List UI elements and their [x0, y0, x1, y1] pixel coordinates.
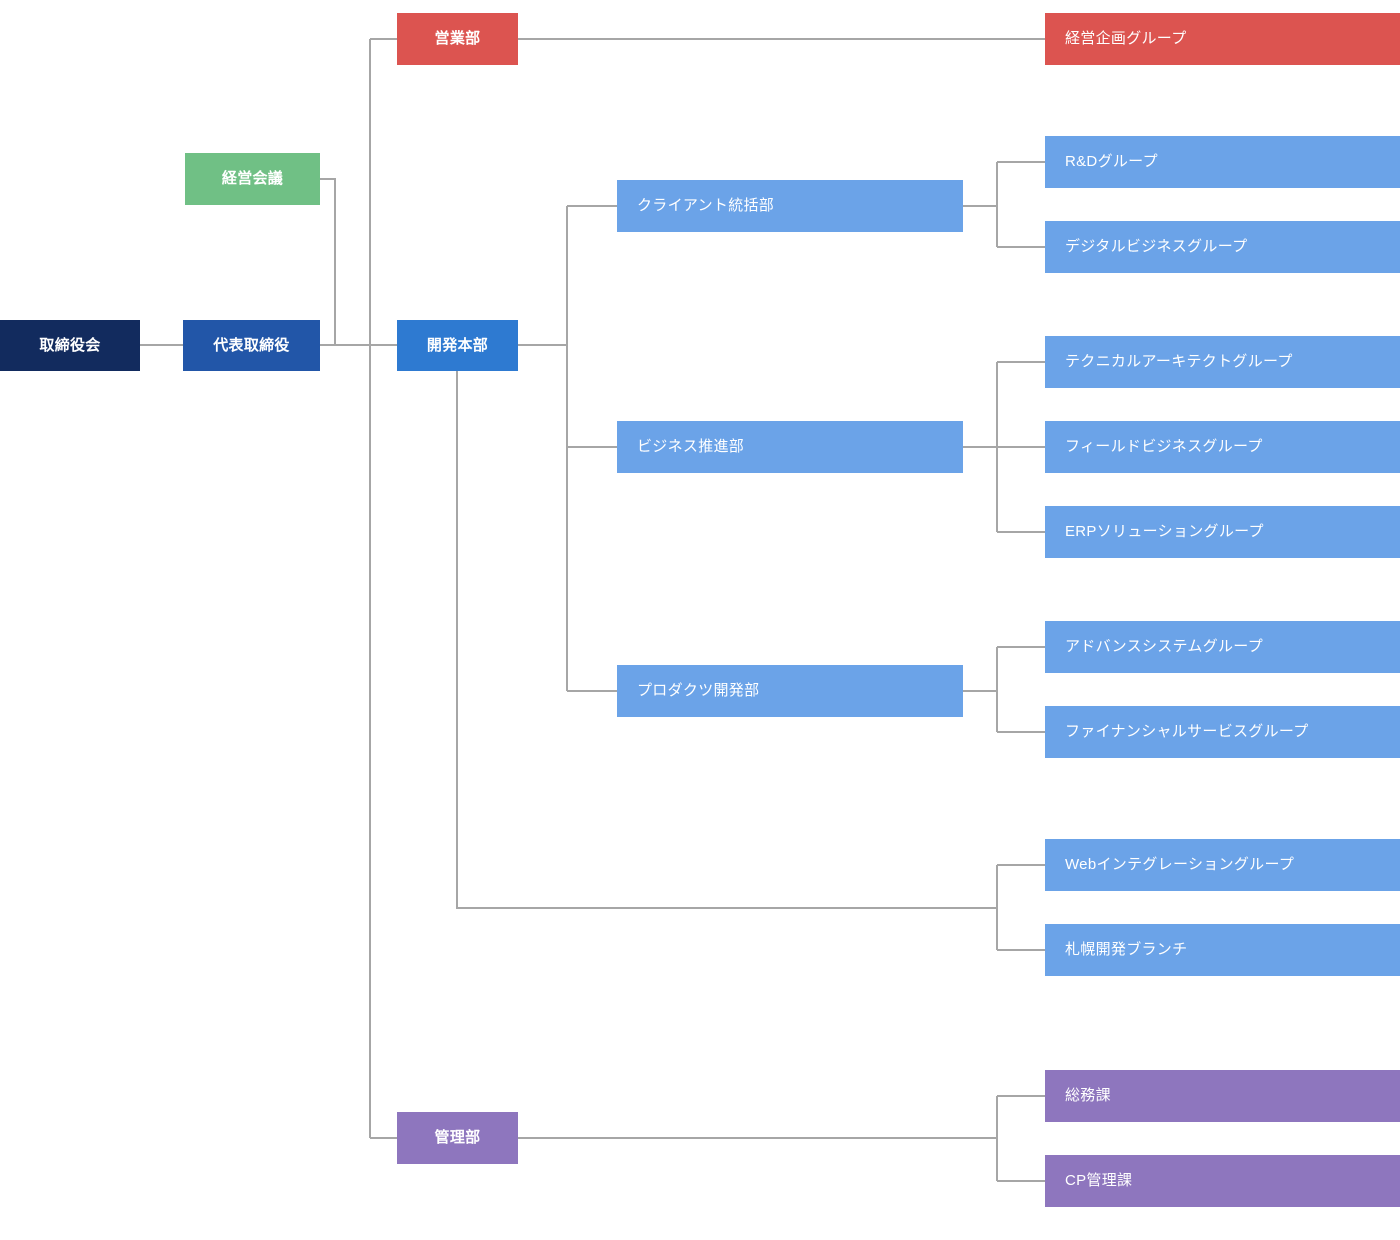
node-label-rd-group: R&Dグループ: [1065, 153, 1158, 170]
node-financial-service-group[interactable]: ファイナンシャルサービスグループ: [1045, 706, 1400, 758]
node-corporate-planning-group[interactable]: 経営企画グループ: [1045, 13, 1400, 65]
node-label-corporate-planning-group: 経営企画グループ: [1065, 30, 1187, 47]
node-sapporo-development-branch[interactable]: 札幌開発ブランチ: [1045, 924, 1400, 976]
node-business-promotion-division[interactable]: ビジネス推進部: [617, 421, 963, 473]
node-web-integration-group[interactable]: Webインテグレーショングループ: [1045, 839, 1400, 891]
node-label-sales-department: 営業部: [434, 30, 481, 47]
node-board-of-directors[interactable]: 取締役会: [0, 320, 140, 371]
node-erp-solution-group[interactable]: ERPソリューショングループ: [1045, 506, 1400, 558]
node-general-affairs-section[interactable]: 総務課: [1045, 1070, 1400, 1122]
node-digital-business-group[interactable]: デジタルビジネスグループ: [1045, 221, 1400, 273]
node-label-erp-solution-group: ERPソリューショングループ: [1065, 523, 1264, 540]
node-label-sapporo-development-branch: 札幌開発ブランチ: [1065, 941, 1188, 958]
node-representative-director[interactable]: 代表取締役: [183, 320, 320, 371]
node-label-business-promotion-division: ビジネス推進部: [637, 438, 745, 455]
node-development-headquarters[interactable]: 開発本部: [397, 320, 518, 371]
node-technical-architect-group[interactable]: テクニカルアーキテクトグループ: [1045, 336, 1400, 388]
node-client-management-division[interactable]: クライアント統括部: [617, 180, 963, 232]
node-management-meeting[interactable]: 経営会議: [185, 153, 320, 205]
node-administration-department[interactable]: 管理部: [397, 1112, 518, 1164]
node-rd-group[interactable]: R&Dグループ: [1045, 136, 1400, 188]
node-field-business-group[interactable]: フィールドビジネスグループ: [1045, 421, 1400, 473]
node-label-web-integration-group: Webインテグレーショングループ: [1065, 856, 1295, 873]
mgmt-meeting-to-ceo-spine: [320, 178, 370, 346]
node-label-general-affairs-section: 総務課: [1065, 1087, 1111, 1104]
node-label-representative-director: 代表取締役: [213, 336, 290, 354]
node-product-development-division[interactable]: プロダクツ開発部: [617, 665, 963, 717]
node-label-product-development-division: プロダクツ開発部: [637, 682, 760, 699]
node-label-field-business-group: フィールドビジネスグループ: [1065, 438, 1263, 455]
node-label-administration-department: 管理部: [434, 1129, 481, 1146]
node-label-board-of-directors: 取締役会: [39, 336, 101, 354]
node-label-cp-administration-section: CP管理課: [1065, 1172, 1133, 1189]
node-advance-system-group[interactable]: アドバンスシステムグループ: [1045, 621, 1400, 673]
node-cp-administration-section[interactable]: CP管理課: [1045, 1155, 1400, 1207]
node-label-development-headquarters: 開発本部: [426, 336, 489, 354]
node-label-digital-business-group: デジタルビジネスグループ: [1065, 238, 1248, 255]
node-label-advance-system-group: アドバンスシステムグループ: [1065, 638, 1264, 655]
node-label-management-meeting: 経営会議: [221, 170, 284, 187]
node-label-client-management-division: クライアント統括部: [637, 197, 775, 214]
node-sales-department[interactable]: 営業部: [397, 13, 518, 65]
node-label-technical-architect-group: テクニカルアーキテクトグループ: [1065, 353, 1293, 370]
node-label-financial-service-group: ファイナンシャルサービスグループ: [1065, 723, 1309, 740]
